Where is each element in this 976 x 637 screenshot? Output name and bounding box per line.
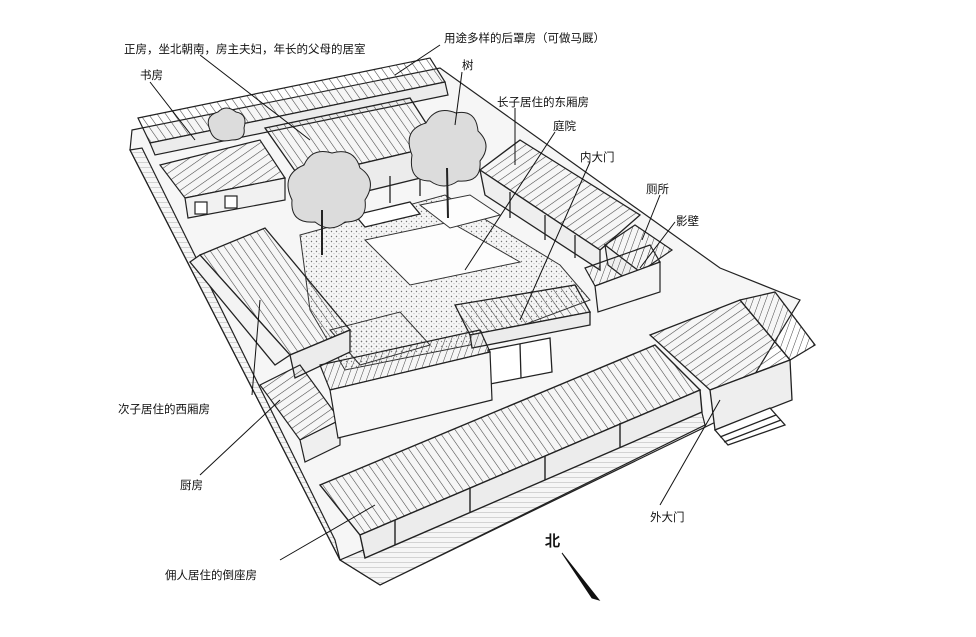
tree-left bbox=[287, 151, 371, 255]
label-main-hall: 正房，坐北朝南，房主夫妇，年长的父母的居室 bbox=[124, 42, 366, 56]
outer-gate bbox=[648, 291, 816, 446]
label-east-wing: 长子居住的东厢房 bbox=[497, 95, 589, 109]
screen-wall bbox=[584, 244, 661, 313]
label-courtyard: 庭院 bbox=[553, 119, 576, 133]
west-wing bbox=[189, 227, 352, 379]
study-building bbox=[158, 139, 286, 219]
inner-gate bbox=[454, 284, 592, 385]
label-servant-rooms: 佣人居住的倒座房 bbox=[165, 568, 257, 582]
compass-north-label: 北 bbox=[545, 532, 561, 550]
label-tree: 树 bbox=[462, 58, 474, 72]
east-wing bbox=[478, 139, 642, 272]
tree-right bbox=[408, 110, 487, 219]
label-study: 书房 bbox=[140, 68, 163, 82]
compass-needle-icon bbox=[561, 552, 601, 601]
label-west-wing: 次子居住的西厢房 bbox=[118, 402, 210, 416]
label-rear-houses: 用途多样的后罩房（可做马厩） bbox=[444, 31, 605, 45]
front-row-building bbox=[318, 344, 703, 559]
tree-small bbox=[207, 107, 246, 142]
inner-corridor bbox=[319, 329, 493, 439]
label-outer-gate: 外大门 bbox=[650, 510, 685, 524]
label-toilet: 厕所 bbox=[646, 182, 669, 196]
leader-lines bbox=[149, 44, 721, 561]
label-kitchen: 厨房 bbox=[180, 478, 203, 492]
label-inner-gate: 内大门 bbox=[580, 150, 615, 164]
label-screen-wall: 影壁 bbox=[676, 214, 699, 228]
